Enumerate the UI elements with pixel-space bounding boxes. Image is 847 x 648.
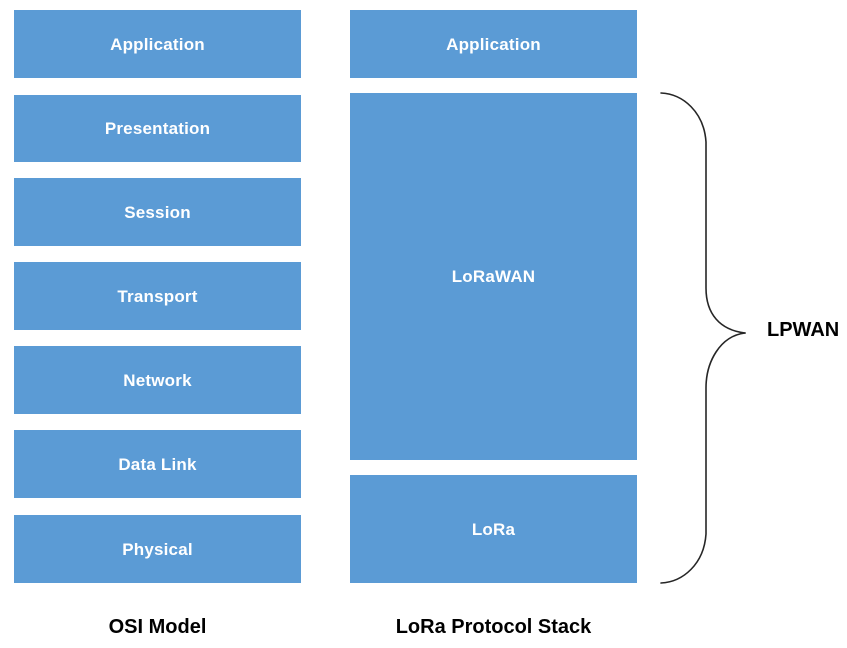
lora-layer-application[interactable]: Application bbox=[350, 10, 637, 78]
lora-layer-lorawan[interactable]: LoRaWAN bbox=[350, 93, 637, 460]
osi-layer-physical[interactable]: Physical bbox=[14, 515, 301, 583]
curly-brace-right-icon bbox=[660, 92, 746, 584]
lpwan-annotation-label: LPWAN bbox=[767, 319, 840, 341]
osi-layer-session[interactable]: Session bbox=[14, 178, 301, 246]
osi-layer-transport[interactable]: Transport bbox=[14, 262, 301, 330]
osi-layer-network[interactable]: Network bbox=[14, 346, 301, 414]
osi-layer-application[interactable]: Application bbox=[14, 10, 301, 78]
osi-layer-presentation[interactable]: Presentation bbox=[14, 95, 301, 162]
lora-protocol-stack-caption: LoRa Protocol Stack bbox=[395, 616, 592, 638]
osi-layer-data-link[interactable]: Data Link bbox=[14, 430, 301, 498]
osi-model-caption: OSI Model bbox=[108, 616, 207, 638]
lora-layer-lora[interactable]: LoRa bbox=[350, 475, 637, 583]
